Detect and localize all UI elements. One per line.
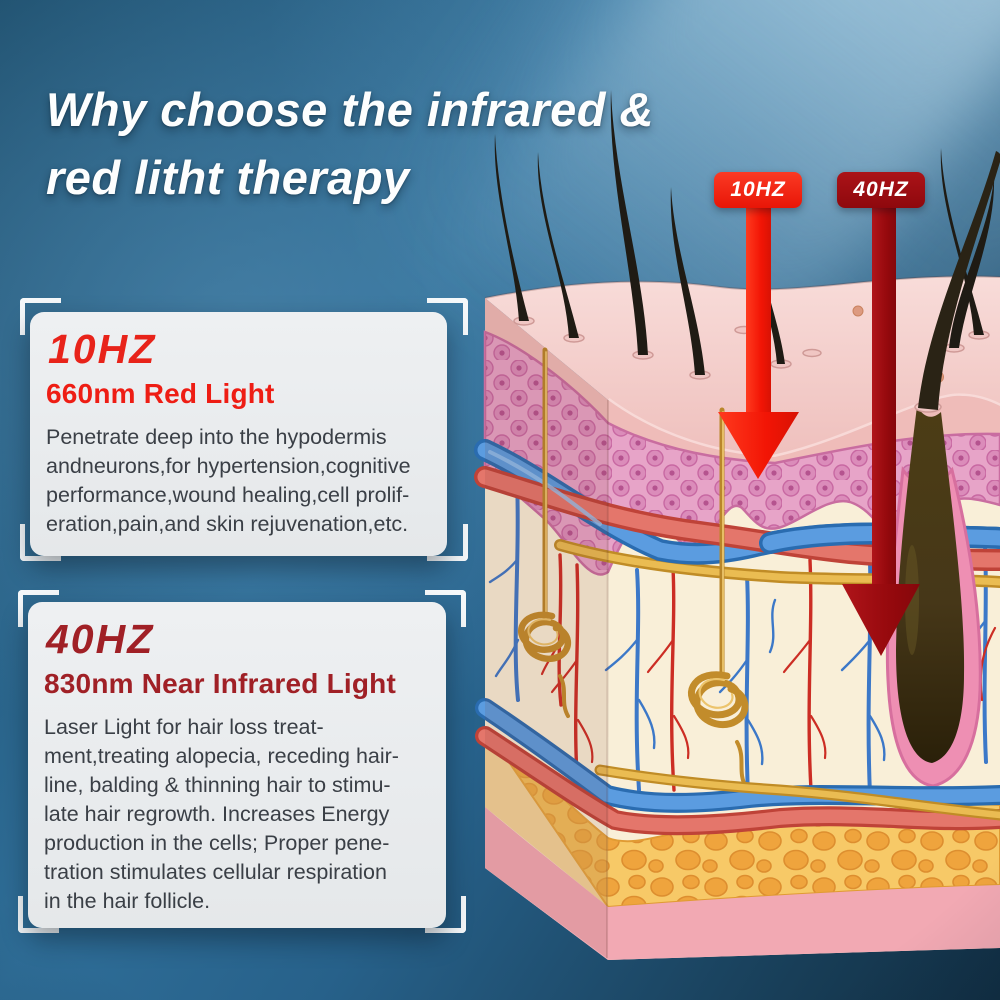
info-card-10hz: 10HZ 660nm Red Light Penetrate deep into… [30,312,447,556]
card-body-text: Laser Light for hair loss treat- ment,tr… [44,715,399,914]
thick-follicle-hair [918,151,1000,410]
badge-label: 10HZ [730,178,786,201]
sweat-gland-left [518,347,571,718]
frequency-badge-40hz: 40HZ [837,172,925,208]
sweat-gland-right [687,407,749,789]
side-face-shading [485,298,608,958]
frequency-badge-10hz: 10HZ [714,172,802,208]
block-crease [606,399,609,959]
title-line-1: Why choose the infrared & [46,83,654,136]
title-line-2: red litht therapy [46,151,410,205]
card-subheading: 660nm Red Light [46,378,275,410]
hairs-group [494,90,1000,410]
page-title: Why choose the infrared & red litht thera… [46,76,906,212]
mole [852,305,864,317]
hair-follicle [885,406,982,788]
badge-label: 40HZ [853,178,909,201]
arrow-40hz [842,205,920,656]
card-heading: 40HZ [46,616,155,662]
epidermis-layer [485,298,1000,463]
card-subheading: 830nm Near Infrared Light [44,668,396,700]
base-layer [485,807,1000,960]
info-card-40hz: 40HZ 830nm Near Infrared Light Laser Lig… [28,602,446,928]
arrow-10hz [718,205,799,479]
card-heading: 10HZ [48,326,157,372]
card-body-text: Penetrate deep into the hypodermis andne… [46,425,411,537]
lower-blood-vessels [475,698,1000,836]
